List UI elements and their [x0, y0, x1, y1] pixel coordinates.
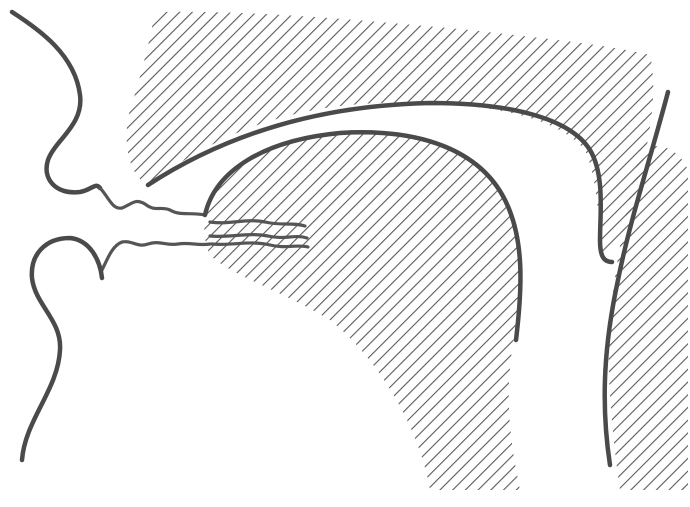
- upper-lip-edge: [100, 188, 205, 215]
- tongue-hatch: [204, 132, 520, 490]
- face-profile-upper: [12, 12, 100, 192]
- face-profile-lower: [22, 238, 102, 460]
- lower-lip-edge: [102, 242, 210, 270]
